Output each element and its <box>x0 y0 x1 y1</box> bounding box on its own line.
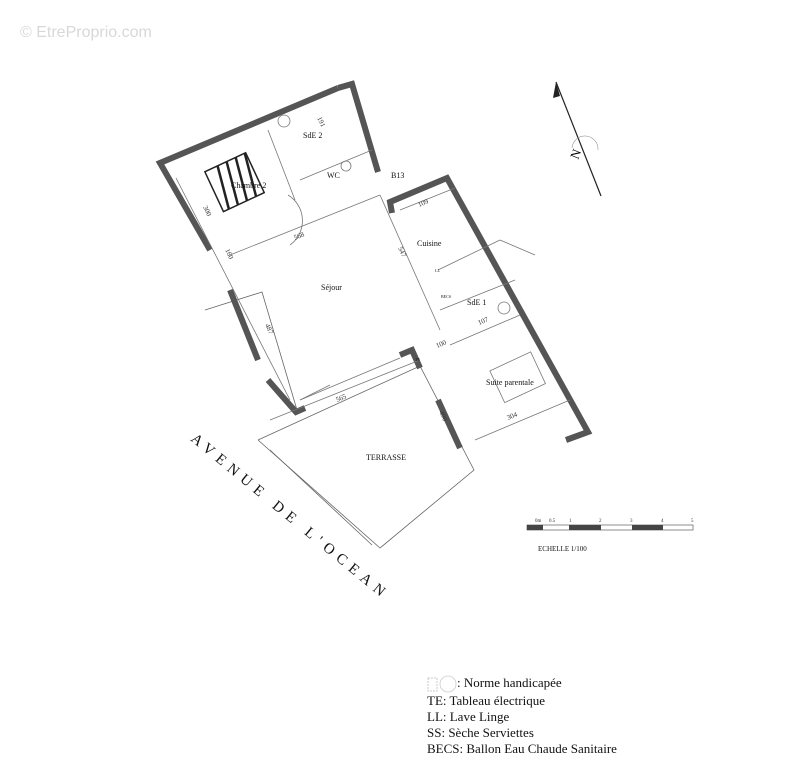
interior-lines <box>175 114 571 441</box>
street-name: AVENUE DE L'OCEAN <box>187 431 392 604</box>
scale-tick: 0m <box>535 519 542 524</box>
room-label-chambre-2: Chambre 2 <box>231 181 266 190</box>
terrace-outline <box>204 291 475 549</box>
legend-item-te: TE: Tableau électrique <box>427 693 545 709</box>
scale-tick: 3 <box>630 519 633 524</box>
room-label-terrasse: TERRASSE <box>366 453 406 462</box>
room-label-suite-parentale: Suite parentale <box>486 378 534 387</box>
legend-item-ss: SS: Sèche Serviettes <box>427 725 534 741</box>
dimension-label: 109 <box>417 197 430 209</box>
room-label-sejour: Séjour <box>321 283 342 292</box>
dimension-label: 100 <box>435 338 448 350</box>
dimension-label: 490 <box>437 409 449 422</box>
handicap-symbol-icon <box>427 675 457 693</box>
dimension-label: 191 <box>315 115 327 128</box>
scale-tick: 0.5 <box>549 519 556 524</box>
building-code: B13 <box>391 171 404 180</box>
legend-text: : Norme handicapée <box>457 675 562 690</box>
label-te: TE <box>415 357 420 362</box>
walls <box>155 80 593 450</box>
scale-tick: 1 <box>569 519 572 524</box>
room-label-sde1: SdE 1 <box>467 298 486 307</box>
dimension-label: 160 <box>223 247 235 260</box>
dimension-label: 107 <box>477 315 490 327</box>
scale-title: ECHELLE 1/100 <box>538 545 587 553</box>
north-arrow: N <box>553 81 602 197</box>
scale-tick: 5 <box>691 519 694 524</box>
dimension-label: 300 <box>201 204 213 217</box>
watermark: © EtreProprio.com <box>20 24 152 41</box>
room-label-wc: WC <box>327 171 340 180</box>
dimension-label: 568 <box>293 230 306 242</box>
dimension-label: 487 <box>263 322 275 335</box>
bed-chambre-2 <box>203 151 266 213</box>
dimension-label: 565 <box>335 392 348 404</box>
dimension-label: 547 <box>396 245 408 258</box>
scale-tick: 2 <box>599 519 602 524</box>
scale-tick: 4 <box>661 519 664 524</box>
legend-item-handicap: : Norme handicapée <box>427 675 617 693</box>
room-label-cuisine: Cuisine <box>417 239 442 248</box>
scale-bar: 0m 0.5 1 2 3 4 5 <box>526 519 694 531</box>
label-ll: LL <box>435 268 440 273</box>
legend-item-becs: BECS: Ballon Eau Chaude Sanitaire <box>427 741 617 757</box>
room-label-sde2: SdE 2 <box>303 131 322 140</box>
legend-item-ll: LL: Lave Linge <box>427 709 510 725</box>
dimension-label: 304 <box>506 410 519 422</box>
label-becs: BECS <box>441 294 451 299</box>
legend: : Norme handicapée TE: Tableau électriqu… <box>427 675 617 757</box>
